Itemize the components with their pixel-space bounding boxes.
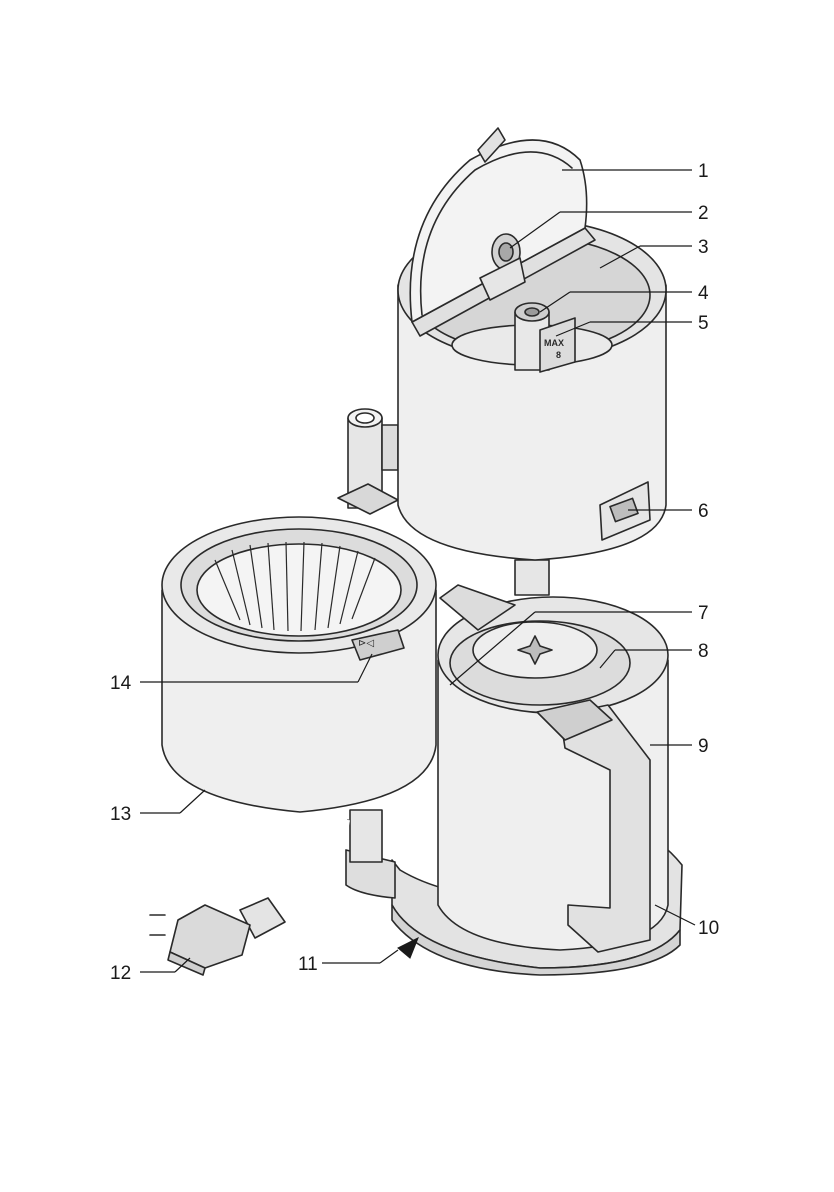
callout-8: 8 (698, 641, 709, 662)
callout-14: 14 (110, 673, 132, 694)
svg-text:⊳◁: ⊳◁ (358, 638, 374, 649)
callout-1: 1 (698, 161, 709, 182)
callout-5: 5 (698, 313, 709, 334)
tank-cups-marking: 8 (556, 350, 561, 360)
callout-9: 9 (698, 736, 709, 757)
callout-3: 3 (698, 237, 709, 258)
callout-11: 11 (298, 954, 318, 975)
callout-12: 12 (110, 963, 131, 984)
filter-holder: ⊳◁ (162, 517, 436, 812)
callout-6: 6 (698, 501, 709, 522)
arrow-11-head (398, 938, 418, 958)
callout-2: 2 (698, 203, 709, 224)
callout-4: 4 (698, 283, 709, 304)
thermal-jug (438, 585, 668, 952)
tank-max-marking: MAX (544, 338, 564, 348)
power-cord-plug (150, 820, 348, 975)
callout-10: 10 (698, 918, 719, 939)
callout-13: 13 (110, 804, 131, 825)
callout-7: 7 (698, 603, 709, 624)
